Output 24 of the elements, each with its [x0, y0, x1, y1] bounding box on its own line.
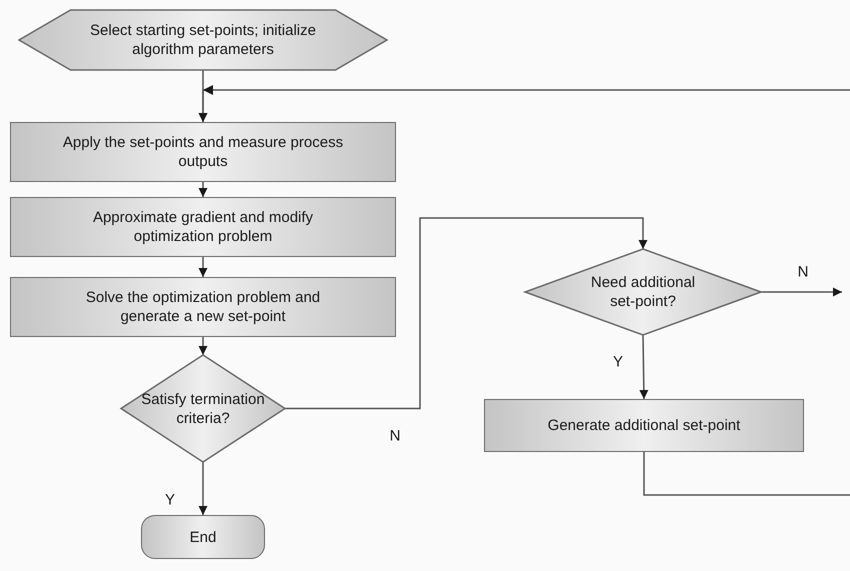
node-text: Select starting set-points; initialize algorithm parameters: [89, 21, 317, 59]
arrow: [198, 257, 208, 277]
node-text: Approximate gradient and modify optimization problem: [92, 208, 314, 246]
preparation-hexagon: [19, 10, 387, 70]
process-box: [10, 122, 396, 182]
decision-diamond: [525, 249, 761, 335]
node-text: Satisfy termination criteria?: [140, 390, 266, 428]
arrow: [639, 334, 648, 400]
arrow: [198, 182, 208, 197]
process-box: [484, 399, 804, 452]
arrow: [198, 337, 208, 355]
node-text: Generate additional set-point: [548, 416, 740, 435]
process-box: [10, 277, 396, 337]
node-text: End: [190, 528, 216, 546]
node-text: Need additional set-point?: [590, 273, 696, 311]
node-text: Apply the set-points and measure process outputs: [62, 133, 344, 171]
arrow: [198, 462, 208, 515]
node-text: Solve the optimization problem and generate a new set-point: [84, 288, 322, 326]
process-box: [10, 197, 396, 257]
decision-diamond: [121, 355, 285, 462]
arrow: [198, 85, 850, 122]
arrow: [285, 217, 648, 410]
terminal-box: [141, 515, 265, 559]
arrow: [761, 288, 842, 296]
